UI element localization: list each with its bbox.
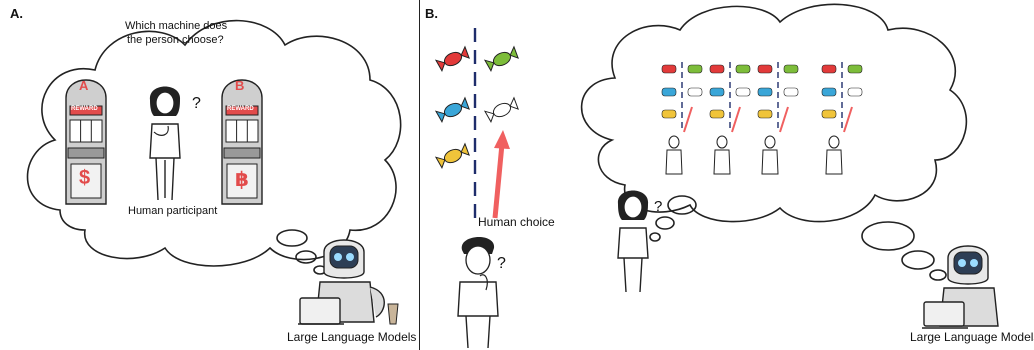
question-line-2: the person choose? <box>127 34 224 46</box>
mini-panel-4 <box>821 62 863 175</box>
slot-machine-b-body <box>221 79 263 205</box>
thought-cloud-a <box>26 19 402 275</box>
machine-b-symbol: ฿ <box>235 167 249 191</box>
robot-b <box>922 245 999 329</box>
question-mark-b: ? <box>497 255 506 272</box>
robot-caption-b: Large Language Models <box>910 330 1034 344</box>
panel-a-label: A. <box>10 6 23 21</box>
mini-panel-3 <box>757 62 799 175</box>
candy-outline-icon <box>483 96 519 123</box>
man-figure-b <box>457 236 499 349</box>
machine-a-symbol: $ <box>79 167 91 189</box>
candy-red-icon <box>434 45 470 72</box>
woman-figure-b <box>617 190 649 293</box>
mini-panel-2 <box>709 62 751 175</box>
thought-cloud-b <box>580 3 968 281</box>
woman-figure-a <box>149 86 181 201</box>
question-mark-a: ? <box>192 95 201 112</box>
human-participant-caption: Human participant <box>128 205 218 217</box>
slot-machine-a: A REWARD $ <box>62 68 110 206</box>
robot-a <box>298 239 399 325</box>
slot-machine-a-body <box>65 79 107 205</box>
panel-b-label: B. <box>425 6 438 21</box>
slot-machine-b: B REWARD ฿ <box>218 68 266 206</box>
mini-panel-1 <box>661 62 703 175</box>
choice-arrow-icon <box>492 130 510 219</box>
candy-blue-icon <box>434 96 470 123</box>
candy-dashed-line <box>473 28 477 223</box>
machine-a-letter: A <box>79 78 89 93</box>
robot-caption-a: Large Language Models <box>287 330 417 344</box>
candy-yellow-icon <box>434 142 470 169</box>
machine-b-letter: B <box>235 78 245 93</box>
panel-divider <box>419 0 420 350</box>
question-mark-b2: ? <box>654 198 663 215</box>
human-choice-caption: Human choice <box>478 215 555 229</box>
candy-green-icon <box>483 45 519 72</box>
machine-a-reward: REWARD <box>71 106 98 112</box>
machine-b-reward: REWARD <box>227 106 254 112</box>
question-line-1: Which machine does <box>125 20 228 32</box>
